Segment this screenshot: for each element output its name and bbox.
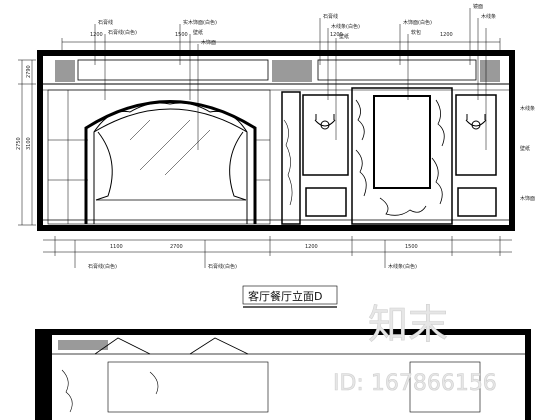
ceiling-cornice-left bbox=[55, 60, 75, 82]
main-elevation-frame bbox=[37, 50, 515, 231]
callout-tr-6: 木线条 bbox=[481, 13, 496, 20]
curtain-valance bbox=[93, 102, 248, 133]
callout-tl-4: 木饰面 bbox=[201, 39, 216, 46]
curtain-right bbox=[229, 131, 247, 201]
callout-tr-4: 软包 bbox=[411, 29, 421, 36]
left-dim-2: 3100 bbox=[26, 137, 32, 150]
top-dimension-line bbox=[61, 38, 501, 54]
left-dimension-line bbox=[18, 59, 36, 226]
callout-b-0: 石膏线(白色) bbox=[88, 263, 117, 270]
watermark-id: ID: 167866156 bbox=[333, 371, 497, 396]
wall-sconce-left-icon bbox=[314, 114, 336, 130]
left-wall-panel bbox=[47, 89, 271, 225]
top-dim-3: 1200 bbox=[330, 32, 343, 38]
left-sconce-panel bbox=[302, 94, 349, 176]
curtain-left bbox=[95, 131, 113, 201]
bottom-dim-3: 1200 bbox=[305, 244, 318, 250]
right-sconce-lower-panel bbox=[457, 187, 497, 217]
callout-tr-0: 石膏线 bbox=[323, 13, 338, 20]
callout-leaders-right bbox=[319, 8, 487, 150]
callout-tr-5: 镜面 bbox=[473, 3, 483, 10]
callout-tl-3: 壁纸 bbox=[193, 29, 203, 36]
wall-sconce-right-icon bbox=[465, 114, 487, 130]
callout-leaders-left bbox=[94, 24, 199, 150]
top-dim-1: 1200 bbox=[90, 32, 103, 38]
bottom-dim-2: 2700 bbox=[170, 244, 183, 250]
bottom-dim-4: 1500 bbox=[405, 244, 418, 250]
callout-tr-2: 壁纸 bbox=[339, 33, 349, 40]
second-elevation-hatch bbox=[58, 340, 108, 350]
callout-tl-0: 石膏线 bbox=[98, 19, 113, 26]
mirror-panel bbox=[373, 95, 431, 189]
callout-tl-2: 实木饰面(白色) bbox=[183, 19, 217, 26]
callout-tr-1: 木线条(白色) bbox=[331, 23, 360, 30]
marble-wall bbox=[351, 87, 453, 225]
callout-tr-3: 木饰面(白色) bbox=[403, 19, 432, 26]
arched-window-inner bbox=[93, 108, 248, 224]
callout-b-1: 石膏线(白色) bbox=[208, 263, 237, 270]
left-dim-1: 2750 bbox=[16, 137, 22, 150]
callout-tl-1: 石膏线(白色) bbox=[108, 29, 137, 36]
bottom-dimension-line bbox=[43, 236, 512, 256]
ceiling-soffit-right bbox=[317, 59, 477, 81]
arched-window-frame bbox=[84, 100, 257, 224]
second-elevation-left-fill bbox=[38, 332, 52, 420]
ceiling-cornice-mid bbox=[272, 60, 312, 82]
callout-b-2: 木线条(白色) bbox=[388, 263, 417, 270]
watermark-brand: 知末 bbox=[368, 302, 448, 348]
callout-r-2: 木饰面 bbox=[520, 195, 535, 202]
ceiling-cornice-right bbox=[480, 60, 500, 82]
pilaster bbox=[281, 91, 301, 225]
left-sconce-lower-panel bbox=[305, 187, 347, 217]
bottom-dim-1: 1100 bbox=[110, 244, 123, 250]
top-dim-2: 1500 bbox=[175, 32, 188, 38]
ceiling-soffit-left bbox=[77, 59, 269, 81]
callout-r-1: 壁纸 bbox=[520, 145, 530, 152]
top-dim-4: 1200 bbox=[440, 32, 453, 38]
callout-r-0: 木线条 bbox=[520, 105, 535, 112]
title-box bbox=[242, 285, 338, 305]
left-dim-3: 2790 bbox=[26, 65, 32, 78]
drawing-title: 客厅餐厅立面D bbox=[248, 289, 322, 303]
right-sconce-panel bbox=[455, 94, 497, 176]
